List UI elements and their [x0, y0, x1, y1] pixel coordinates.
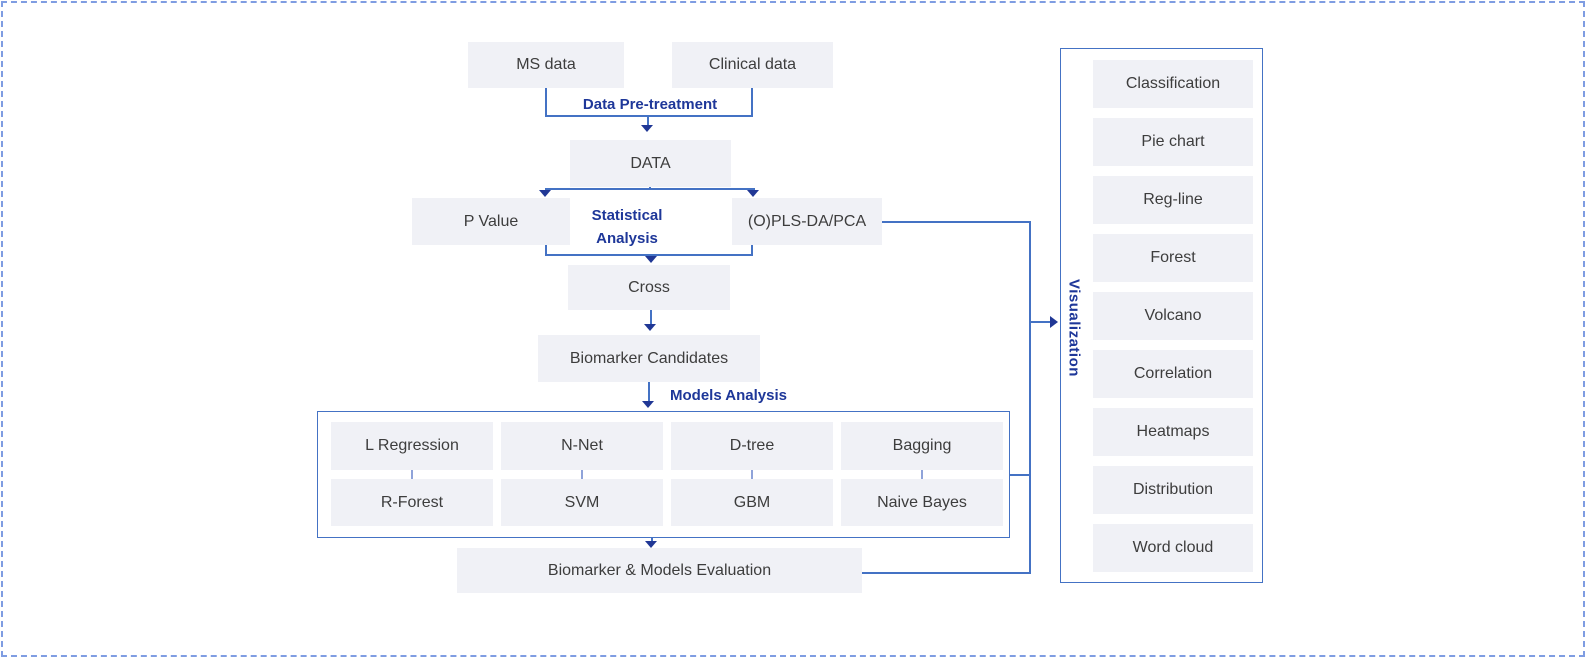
arrow-down-icon [747, 190, 759, 197]
arrow-down-icon [642, 401, 654, 408]
node-n-net: N-Net [501, 422, 663, 470]
connector-tick [921, 470, 923, 479]
connector-line [650, 310, 652, 326]
arrow-down-icon [641, 125, 653, 132]
connector-line [1010, 474, 1031, 476]
arrow-down-icon [645, 541, 657, 548]
arrow-down-icon [539, 190, 551, 197]
node-evaluation: Biomarker & Models Evaluation [457, 548, 862, 593]
connector-line [862, 572, 1031, 574]
viz-item-correlation: Correlation [1093, 350, 1253, 398]
connector-tick [751, 470, 753, 479]
visualization-panel [1060, 48, 1263, 583]
arrow-right-icon [1050, 316, 1058, 328]
node-p-value: P Value [412, 198, 570, 245]
stage-label-statistical-line2: Analysis [596, 230, 658, 247]
connector-tick [411, 470, 413, 479]
viz-item-pie-chart: Pie chart [1093, 118, 1253, 166]
connector-line [545, 254, 753, 256]
stage-label-pretreatment: Data Pre-treatment [582, 96, 718, 113]
connector-tick [581, 470, 583, 479]
node-cross: Cross [568, 265, 730, 310]
node-svm: SVM [501, 479, 663, 526]
viz-item-word-cloud: Word cloud [1093, 524, 1253, 572]
connector-line [545, 188, 755, 190]
node-ms-data: MS data [468, 42, 624, 88]
node-gbm: GBM [671, 479, 833, 526]
connector-line [751, 88, 753, 117]
connector-line [545, 88, 547, 117]
connector-line [882, 221, 1031, 223]
viz-item-forest: Forest [1093, 234, 1253, 282]
models-container [317, 411, 1010, 538]
node-l-regression: L Regression [331, 422, 493, 470]
node-r-forest: R-Forest [331, 479, 493, 526]
viz-item-reg-line: Reg-line [1093, 176, 1253, 224]
arrow-down-icon [644, 324, 656, 331]
viz-item-heatmaps: Heatmaps [1093, 408, 1253, 456]
viz-item-distribution: Distribution [1093, 466, 1253, 514]
node-naive-bayes: Naive Bayes [841, 479, 1003, 526]
connector-line [1031, 321, 1050, 323]
connector-line [647, 115, 649, 126]
node-d-tree: D-tree [671, 422, 833, 470]
connector-line [545, 115, 753, 117]
connector-line [751, 245, 753, 256]
connector-line [1029, 221, 1031, 574]
viz-item-volcano: Volcano [1093, 292, 1253, 340]
arrow-down-icon [645, 256, 657, 263]
node-data: DATA [570, 140, 731, 187]
node-clinical-data: Clinical data [672, 42, 833, 88]
viz-item-classification: Classification [1093, 60, 1253, 108]
stage-label-models-analysis: Models Analysis [670, 387, 787, 404]
connector-line [651, 538, 653, 542]
stage-label-visualization: Visualization [1065, 279, 1083, 377]
node-biomarker-candidates: Biomarker Candidates [538, 335, 760, 382]
connector-line [648, 382, 650, 403]
node-bagging: Bagging [841, 422, 1003, 470]
node-opls-da-pca: (O)PLS-DA/PCA [732, 198, 882, 245]
connector-line [545, 245, 547, 256]
stage-label-statistical-line1: Statistical [591, 207, 663, 224]
